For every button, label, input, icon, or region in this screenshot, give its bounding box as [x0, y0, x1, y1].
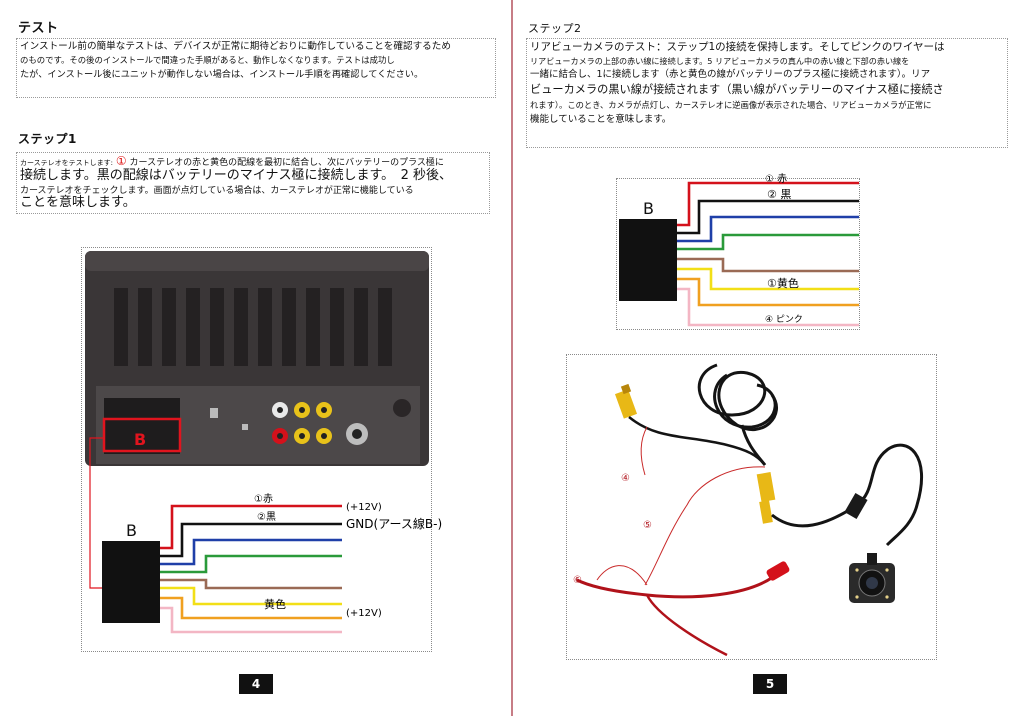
- wire-yellow-label: ①黄色: [767, 276, 799, 290]
- step2-line: 機能していることを意味します。: [530, 113, 672, 125]
- wire-red-label: ① 赤: [765, 173, 787, 185]
- iso-connector: [104, 398, 180, 454]
- camera-cable: [771, 443, 923, 547]
- wire-yellow-label: 黄色: [264, 597, 286, 611]
- gnd-label: GND(アース線B-): [346, 516, 442, 531]
- step2-line: ビューカメラの黒い線が接続されます（黒い線がバッテリーのマイナス極に接続さ: [530, 83, 944, 97]
- stereo-wiring-figure: B B: [81, 247, 442, 652]
- left-page: テスト インストール前の簡単なテストは、デバイスが正常に期待どおりに動作している…: [0, 0, 511, 716]
- page-number: 5: [753, 674, 787, 694]
- harness-wires: [677, 181, 859, 327]
- intro-line: のものです。その後のインストールで間違った手順があると、動作しなくなります。テス…: [20, 55, 395, 66]
- cable-splice: [844, 492, 868, 520]
- rca-plug-middle: [756, 471, 776, 524]
- intro-line: たが、インストール後にユニットが動作しない場合は、インストール手順を再確認してく…: [20, 68, 424, 80]
- harness-wires: [160, 504, 342, 634]
- step2-line: リアビューカメラの上部の赤い線に接続します。5 リアビューカメラの真ん中の赤い線…: [530, 56, 910, 67]
- harness-box-label: B: [126, 521, 137, 540]
- step1-prefix: カーステレオをテストします:: [20, 159, 114, 167]
- stereo-heatsink-fins: [114, 288, 392, 366]
- intro-line: インストール前の簡単なテストは、デバイスが正常に期待どおりに動作していることを確…: [20, 41, 451, 52]
- right-page: ステップ2 リアビューカメラのテスト：ステップ1の接続を保持します。そしてピンク…: [513, 0, 1024, 716]
- page-number: 4: [239, 674, 273, 694]
- wire-label-6: ⑥: [573, 575, 582, 586]
- step2-title: ステップ2: [528, 22, 582, 35]
- iso-connector-highlight: [102, 417, 182, 453]
- rear-camera-drawing: ④ ⑤ ⑥: [573, 363, 923, 657]
- harness-box-label: B: [643, 199, 654, 218]
- harness-box: [619, 219, 677, 301]
- step1-line2: 接続します。黒の配線はバッテリーのマイナス極に接続します。 2 秒後、: [20, 167, 453, 183]
- coiled-cable: [697, 363, 779, 466]
- step2-line: れます）。このとき、カメラが点灯し、カーステレオに逆画像が表示された場合、リアビ…: [530, 100, 932, 111]
- camera-body: [849, 553, 895, 603]
- intro-textbox: インストール前の簡単なテストは、デバイスが正常に期待どおりに動作していることを確…: [16, 38, 496, 98]
- stereo-top-edge: [85, 251, 429, 271]
- step1-title: ステップ1: [18, 132, 77, 146]
- power-cable-tail: [645, 594, 728, 657]
- wire-label-4: ④: [621, 473, 630, 484]
- harness-box: [102, 541, 160, 623]
- wire-black-label: ② 黒: [767, 188, 791, 201]
- rear-camera-figure: ④ ⑤ ⑥: [566, 354, 937, 660]
- step1-textbox: カーステレオをテストします: ① カーステレオの赤と黄色の配線を最初に結合し、次…: [16, 152, 490, 214]
- thin-red-wires: [596, 426, 766, 586]
- harness-diagram-2-drawing: B ① 赤 ② 黒 ①黄色 ④ ピンク: [619, 173, 859, 327]
- harness-diagram-2: B ① 赤 ② 黒 ①黄色 ④ ピンク: [616, 173, 860, 330]
- video-cable: [628, 416, 766, 466]
- page-title: テスト: [18, 21, 59, 36]
- wire-red-label: ①赤: [254, 493, 273, 505]
- plus12-bottom-label: (+12V): [346, 608, 382, 619]
- step1-line4: ことを意味します。: [20, 195, 136, 211]
- power-cable: [576, 575, 774, 599]
- wire-pink-label: ④ ピンク: [765, 314, 803, 325]
- wire-label-5: ⑤: [643, 520, 652, 531]
- step1-circle-number: ①: [115, 154, 127, 168]
- leader-line: [89, 437, 104, 589]
- page-spine: [510, 0, 513, 716]
- step1-line3: カーステレオをチェックします。画面が点灯している場合は、カーステレオが正常に機能…: [20, 185, 414, 196]
- step2-line: リアビューカメラのテスト：ステップ1の接続を保持します。そしてピンクのワイヤーは: [530, 41, 945, 53]
- step2-textbox: リアビューカメラのテスト：ステップ1の接続を保持します。そしてピンクのワイヤーは…: [526, 38, 1008, 148]
- wire-black-label: ②黒: [257, 511, 276, 523]
- rca-jacks: [210, 399, 411, 445]
- plus12-top-label: (+12V): [346, 502, 382, 513]
- stereo-wiring-drawing: B B: [85, 251, 442, 634]
- rca-plug-left: [614, 383, 638, 419]
- step2-line: 一緒に結合し、1に接続します（赤と黄色の線がバッテリーのプラス極に接続されます）…: [530, 69, 931, 81]
- power-connector: [766, 561, 790, 581]
- red-connector-label: B: [134, 430, 146, 449]
- step1-line1: カーステレオの赤と黄色の配線を最初に結合し、次にバッテリーのプラス極に: [129, 158, 444, 168]
